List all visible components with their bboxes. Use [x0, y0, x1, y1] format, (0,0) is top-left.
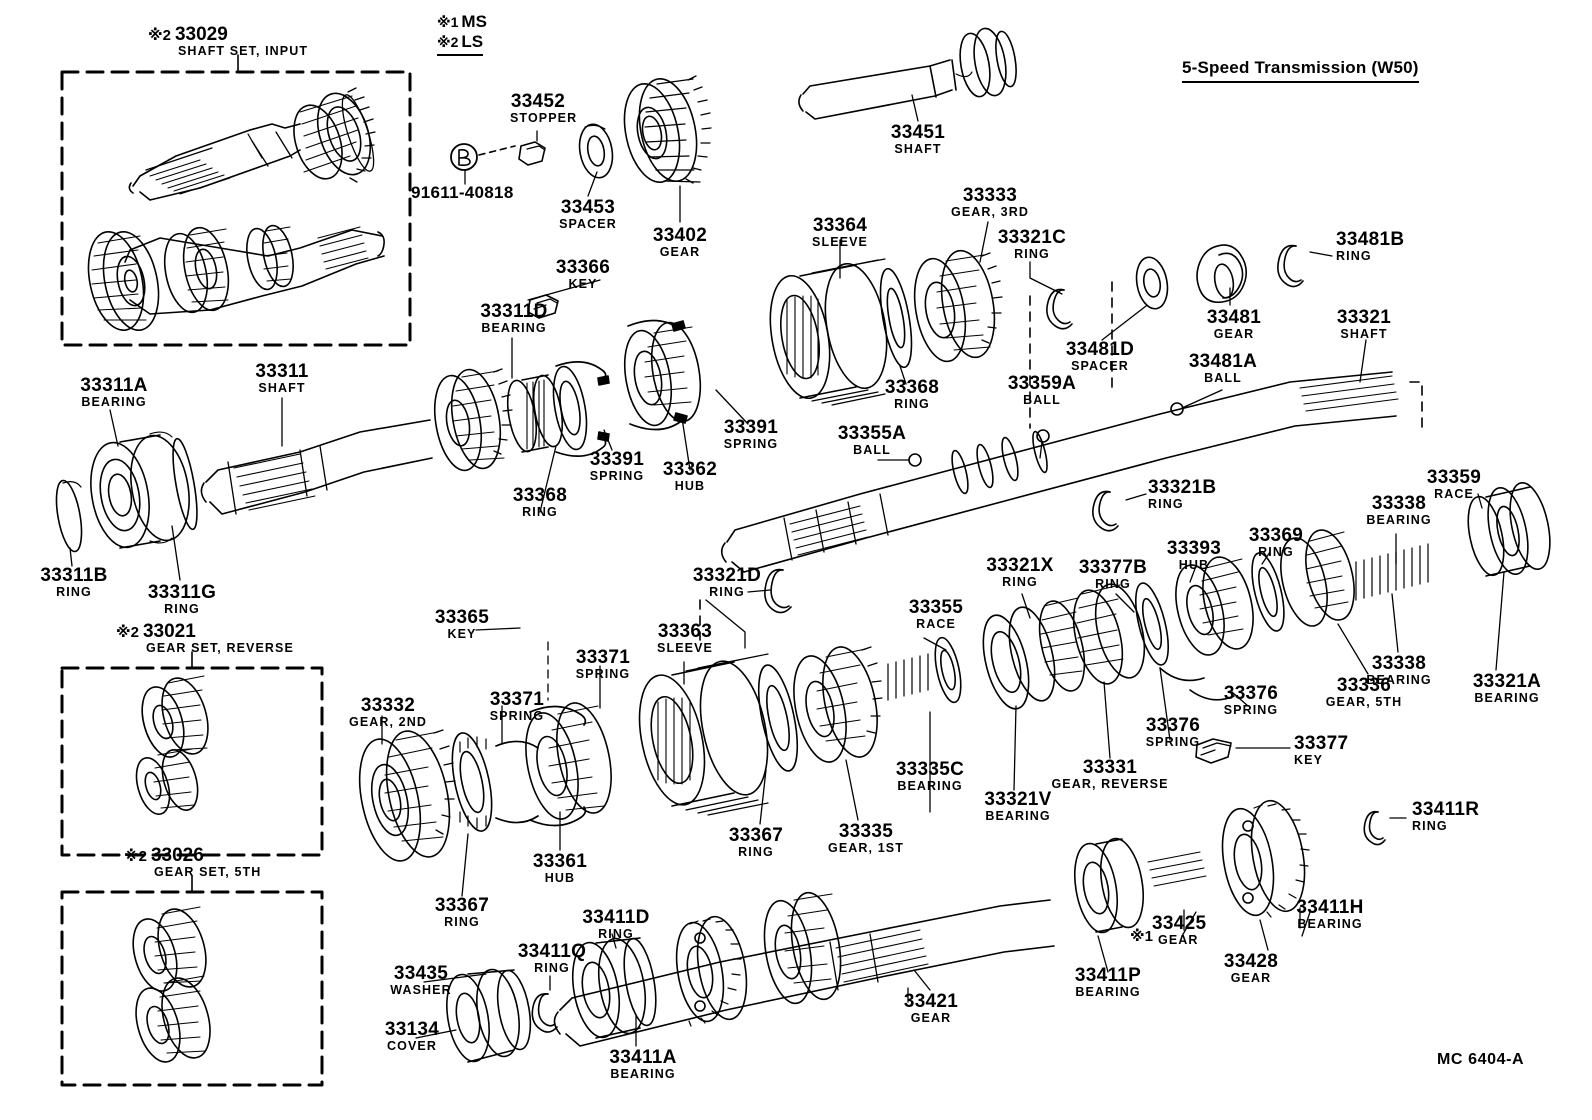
- callout-33421: 33421 GEAR: [903, 991, 959, 1025]
- callout-33311: 33311 SHAFT: [255, 361, 309, 395]
- callout-33481D: 33481D SPACER: [1065, 339, 1135, 373]
- callout-33365: 33365 KEY: [434, 607, 490, 641]
- bolt-ref-91611: 91611-40818: [411, 183, 514, 202]
- callout-33435: 33435 WASHER: [390, 963, 452, 997]
- callout-33359: 33359 RACE: [1426, 467, 1482, 501]
- callout-33391-b: 33391 SPRING: [723, 417, 779, 451]
- callout-33371-a: 33371 SPRING: [489, 689, 545, 723]
- callout-33336: 33336 GEAR, 5TH: [1325, 675, 1403, 709]
- callout-33355: 33355 RACE: [908, 597, 964, 631]
- callout-33331: 33331 GEAR, REVERSE: [1051, 757, 1169, 791]
- callout-33393: 33393 HUB: [1166, 538, 1222, 572]
- callout-33411A: 33411A BEARING: [609, 1047, 677, 1081]
- callout-33481: 33481 GEAR: [1206, 307, 1262, 341]
- callout-33311B: 33311B RING: [40, 565, 108, 599]
- callout-33321: 33321 SHAFT: [1336, 307, 1392, 341]
- callout-33391-a: 33391 SPRING: [589, 449, 645, 483]
- callout-33411Q: 33411Q RING: [517, 941, 587, 975]
- callout-33311G: 33311G RING: [147, 582, 217, 616]
- callout-33428: 33428 GEAR: [1223, 951, 1279, 985]
- callout-33335C: 33335C BEARING: [895, 759, 965, 793]
- diagram-code: MC 6404-A: [1437, 1051, 1525, 1068]
- callout-33134: 33134 COVER: [384, 1019, 440, 1053]
- callout-33321C: 33321C RING: [997, 227, 1067, 261]
- callout-33376-b: 33376 SPRING: [1223, 683, 1279, 717]
- callout-33369: 33369 RING: [1248, 525, 1304, 559]
- callout-33321A: 33321A BEARING: [1472, 671, 1542, 705]
- callout-33311D: 33311D BEARING: [480, 301, 548, 335]
- callout-33359A: 33359A BALL: [1007, 373, 1077, 407]
- callout-33481A: 33481A BALL: [1188, 351, 1258, 385]
- callout-33368-a: 33368 RING: [512, 485, 568, 519]
- callout-33321D: 33321D RING: [692, 565, 762, 599]
- mark-2-icon: ※2: [148, 27, 171, 44]
- callout-33371-b: 33371 SPRING: [575, 647, 631, 681]
- callout-33452: 33452 STOPPER: [510, 91, 578, 125]
- callout-33362: 33362 HUB: [662, 459, 718, 493]
- callout-33321X: 33321X RING: [986, 555, 1054, 589]
- callout-33321V: 33321V BEARING: [984, 789, 1052, 823]
- callout-33366: 33366 KEY: [555, 257, 611, 291]
- mark-1-icon: ※1: [437, 14, 459, 30]
- callout-33311A: 33311A BEARING: [80, 375, 148, 409]
- callout-33402: 33402 GEAR: [652, 225, 708, 259]
- callout-33481B: 33481B RING: [1336, 229, 1405, 263]
- callout-33321B: 33321B RING: [1148, 477, 1217, 511]
- mark-2-icon: ※2: [437, 34, 459, 51]
- callout-33411H: 33411H BEARING: [1296, 897, 1364, 931]
- callout-33364: 33364 SLEEVE: [812, 215, 868, 249]
- callout-33363: 33363 SLEEVE: [657, 621, 713, 655]
- callout-33338-b: 33338 BEARING: [1366, 653, 1432, 687]
- callout-33338-a: 33338 BEARING: [1366, 493, 1432, 527]
- page-title: 5-Speed Transmission (W50): [1182, 58, 1419, 83]
- callout-33333: 33333 GEAR, 3RD: [951, 185, 1029, 219]
- callout-33368-b: 33368 RING: [884, 377, 940, 411]
- callout-33367-a: 33367 RING: [434, 895, 490, 929]
- callout-33376-a: 33376 SPRING: [1145, 715, 1201, 749]
- callout-33377: 33377 KEY: [1294, 733, 1349, 767]
- callout-33335: 33335 GEAR, 1ST: [828, 821, 904, 855]
- callout-33355A: 33355A BALL: [837, 423, 907, 457]
- callout-33332: 33332 GEAR, 2ND: [349, 695, 427, 729]
- callout-33411R: 33411R RING: [1412, 799, 1480, 833]
- callout-33377B: 33377B RING: [1078, 557, 1148, 591]
- callout-33411P: 33411P BEARING: [1074, 965, 1142, 999]
- callout-33367-b: 33367 RING: [728, 825, 784, 859]
- callout-33361: 33361 HUB: [532, 851, 588, 885]
- callout-33411D: 33411D RING: [582, 907, 650, 941]
- mark-1-icon-33425: ※1: [1130, 928, 1153, 945]
- callout-33451: 33451 SHAFT: [890, 122, 946, 156]
- callout-33425: 33425 GEAR: [1152, 913, 1207, 947]
- callout-33453: 33453 SPACER: [559, 197, 617, 231]
- mark-2-icon: ※2: [116, 624, 139, 641]
- mark-2-icon: ※2: [124, 848, 147, 865]
